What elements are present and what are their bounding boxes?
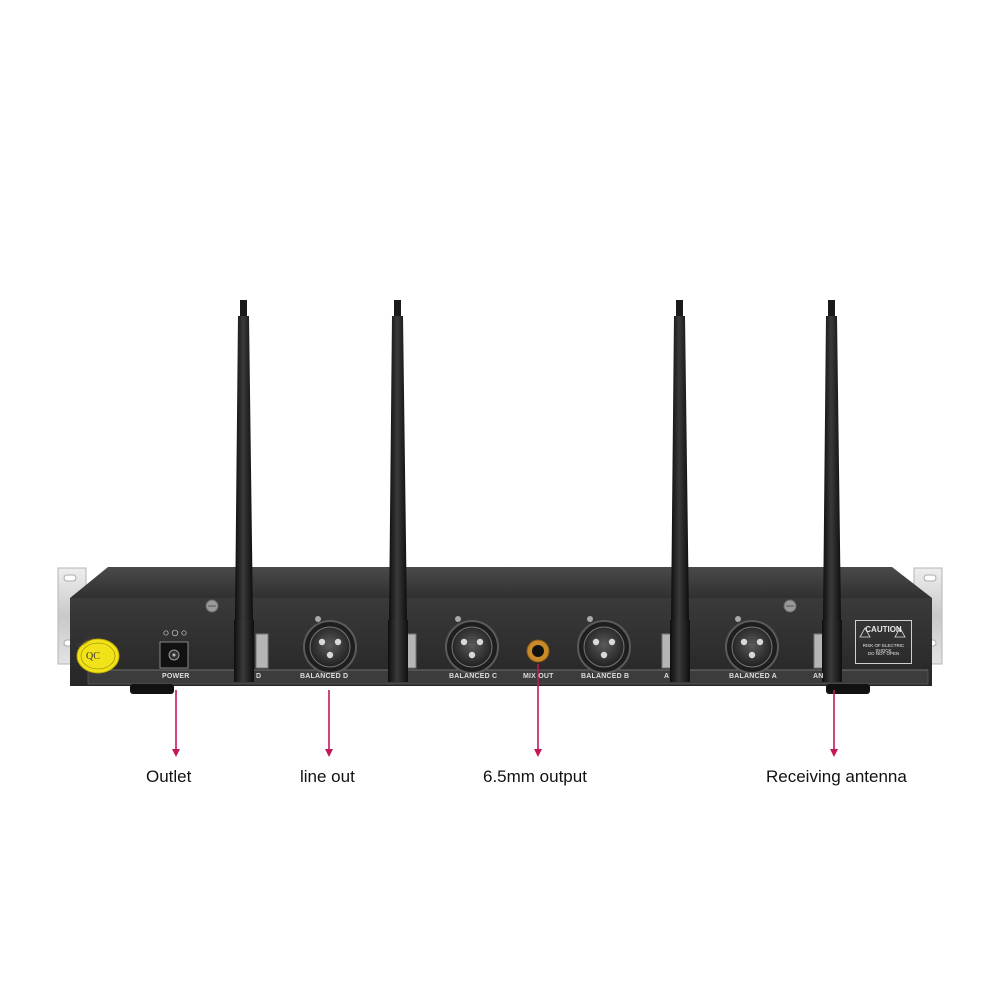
caution-label: CAUTION RISK OF ELECTRIC SHOCK DO NOT OP…: [855, 620, 912, 664]
mix-out-jack: [526, 639, 550, 663]
screw-icon: [205, 599, 797, 613]
xlr-connector-a: [725, 616, 779, 674]
caution-line-2: DO NOT OPEN: [867, 651, 900, 656]
balanced-c-label: BALANCED C: [449, 673, 498, 680]
xlr-connector-b: [577, 616, 631, 674]
callout-output: 6.5mm output: [483, 767, 587, 786]
callout-line-out: line out: [300, 767, 355, 786]
antenna: [670, 300, 690, 682]
antenna: [388, 300, 408, 682]
balanced-a-label: BALANCED A: [729, 673, 778, 680]
callout-arrow: [172, 664, 838, 757]
power-jack: [159, 629, 189, 669]
power-label: POWER: [162, 673, 190, 680]
antenna-a-label-fragment: A: [664, 673, 670, 680]
foot: [130, 684, 174, 694]
antenna: [822, 300, 842, 682]
foot: [826, 684, 870, 694]
mix-out-label: MIX OUT: [523, 673, 554, 680]
xlr-connector-d: [303, 616, 357, 674]
balanced-d-label: BALANCED D: [300, 673, 349, 680]
callout-antenna: Receiving antenna: [766, 767, 907, 786]
antenna-d-label-fragment: D: [256, 673, 262, 680]
balanced-b-label: BALANCED B: [581, 673, 630, 680]
xlr-connector-c: [445, 616, 499, 674]
qc-sticker: [76, 638, 120, 674]
antenna: [234, 300, 254, 682]
caution-line-1: RISK OF ELECTRIC SHOCK: [862, 643, 905, 653]
antenna-label-fragment: AN: [813, 673, 824, 680]
callout-outlet: Outlet: [146, 767, 192, 786]
caution-title: CAUTION: [865, 625, 902, 634]
qc-sticker-text: QC: [86, 651, 100, 662]
chassis-top: [70, 567, 932, 598]
